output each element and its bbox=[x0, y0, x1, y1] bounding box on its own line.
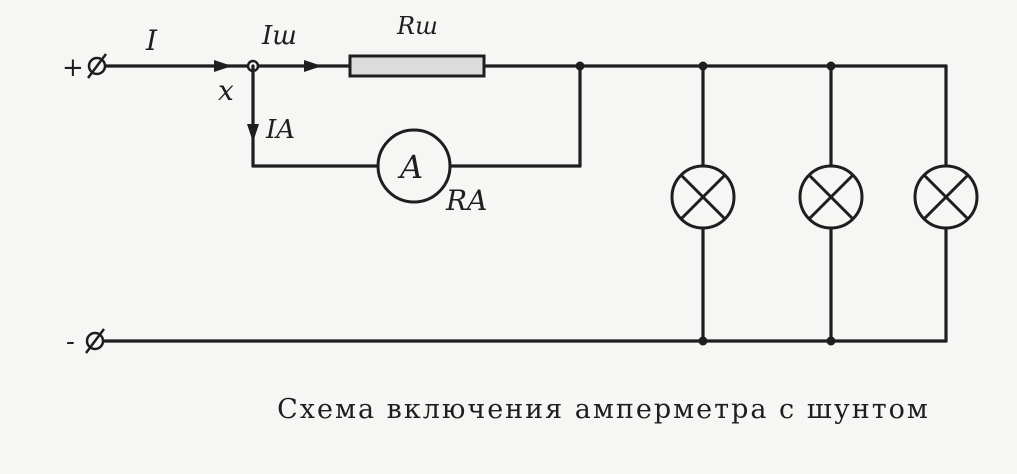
junction-lamp-1-top bbox=[698, 61, 708, 71]
junction-lamp-2-bottom bbox=[826, 336, 836, 346]
label-node-x: x bbox=[218, 74, 234, 107]
ammeter-symbol: A bbox=[397, 148, 423, 186]
label-resistance-shunt: Rш bbox=[396, 12, 438, 40]
junction-shunt-right bbox=[575, 61, 585, 71]
junction-lamp-1-bottom bbox=[698, 336, 708, 346]
lamp-1-cross-b bbox=[679, 173, 727, 221]
plus-terminal-slash bbox=[87, 53, 107, 79]
ammeter bbox=[376, 128, 452, 204]
current-arrow-shunt bbox=[304, 60, 322, 72]
current-arrow-main bbox=[214, 60, 232, 72]
lamp-3-cross-b bbox=[922, 173, 970, 221]
label-current-total: I bbox=[145, 24, 158, 57]
label-current-shunt: Iш bbox=[261, 21, 297, 51]
label-resistance-ammeter: RA bbox=[445, 184, 487, 217]
junction-lamp-2-top bbox=[826, 61, 836, 71]
minus-sign: - bbox=[66, 327, 75, 357]
shunt-resistor bbox=[348, 54, 486, 78]
minus-terminal-slash bbox=[85, 328, 105, 354]
diagram-caption: Схема включения амперметра с шунтом bbox=[277, 394, 930, 425]
current-arrow-ammeter bbox=[247, 124, 259, 142]
label-current-ammeter: IA bbox=[265, 115, 295, 145]
lamp-2-cross-b bbox=[807, 173, 855, 221]
plus-sign: + bbox=[62, 53, 84, 83]
